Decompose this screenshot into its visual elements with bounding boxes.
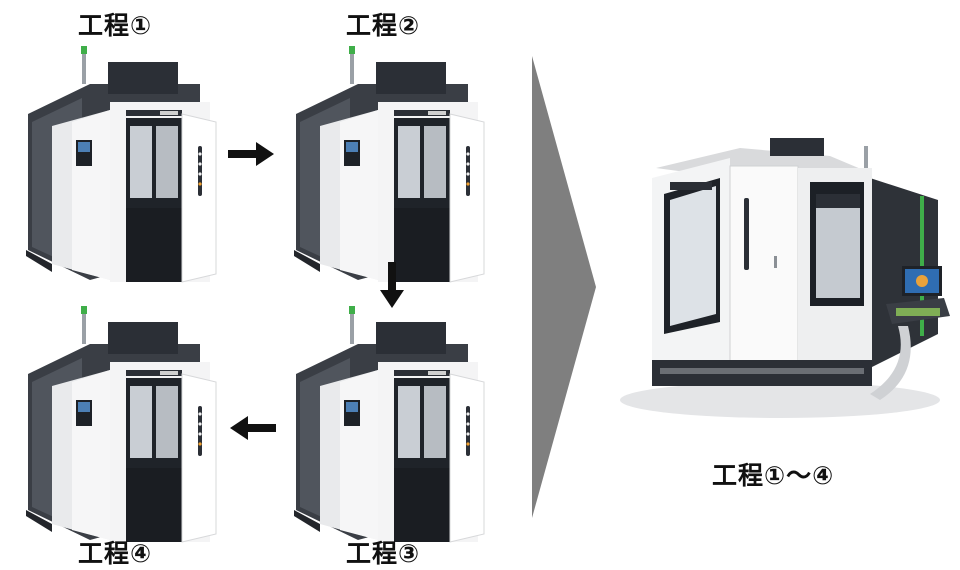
- step-2-label: 工程②: [346, 11, 421, 40]
- arrow-left-icon: [230, 416, 276, 440]
- big-chevron-arrow-icon: [532, 56, 596, 518]
- arrow-right-icon: [228, 142, 274, 166]
- machine-step-4: [12, 302, 222, 552]
- arrow-down-icon: [380, 262, 404, 308]
- machine-step-3: [280, 302, 490, 552]
- machine-step-2: [280, 42, 490, 292]
- result-label: 工程①～④: [712, 461, 835, 490]
- step-1-label: 工程①: [78, 11, 153, 40]
- step-3-label: 工程③: [346, 539, 421, 568]
- machine-combined: [620, 138, 956, 428]
- step-4-label: 工程④: [78, 539, 153, 568]
- machine-step-1: [12, 42, 222, 292]
